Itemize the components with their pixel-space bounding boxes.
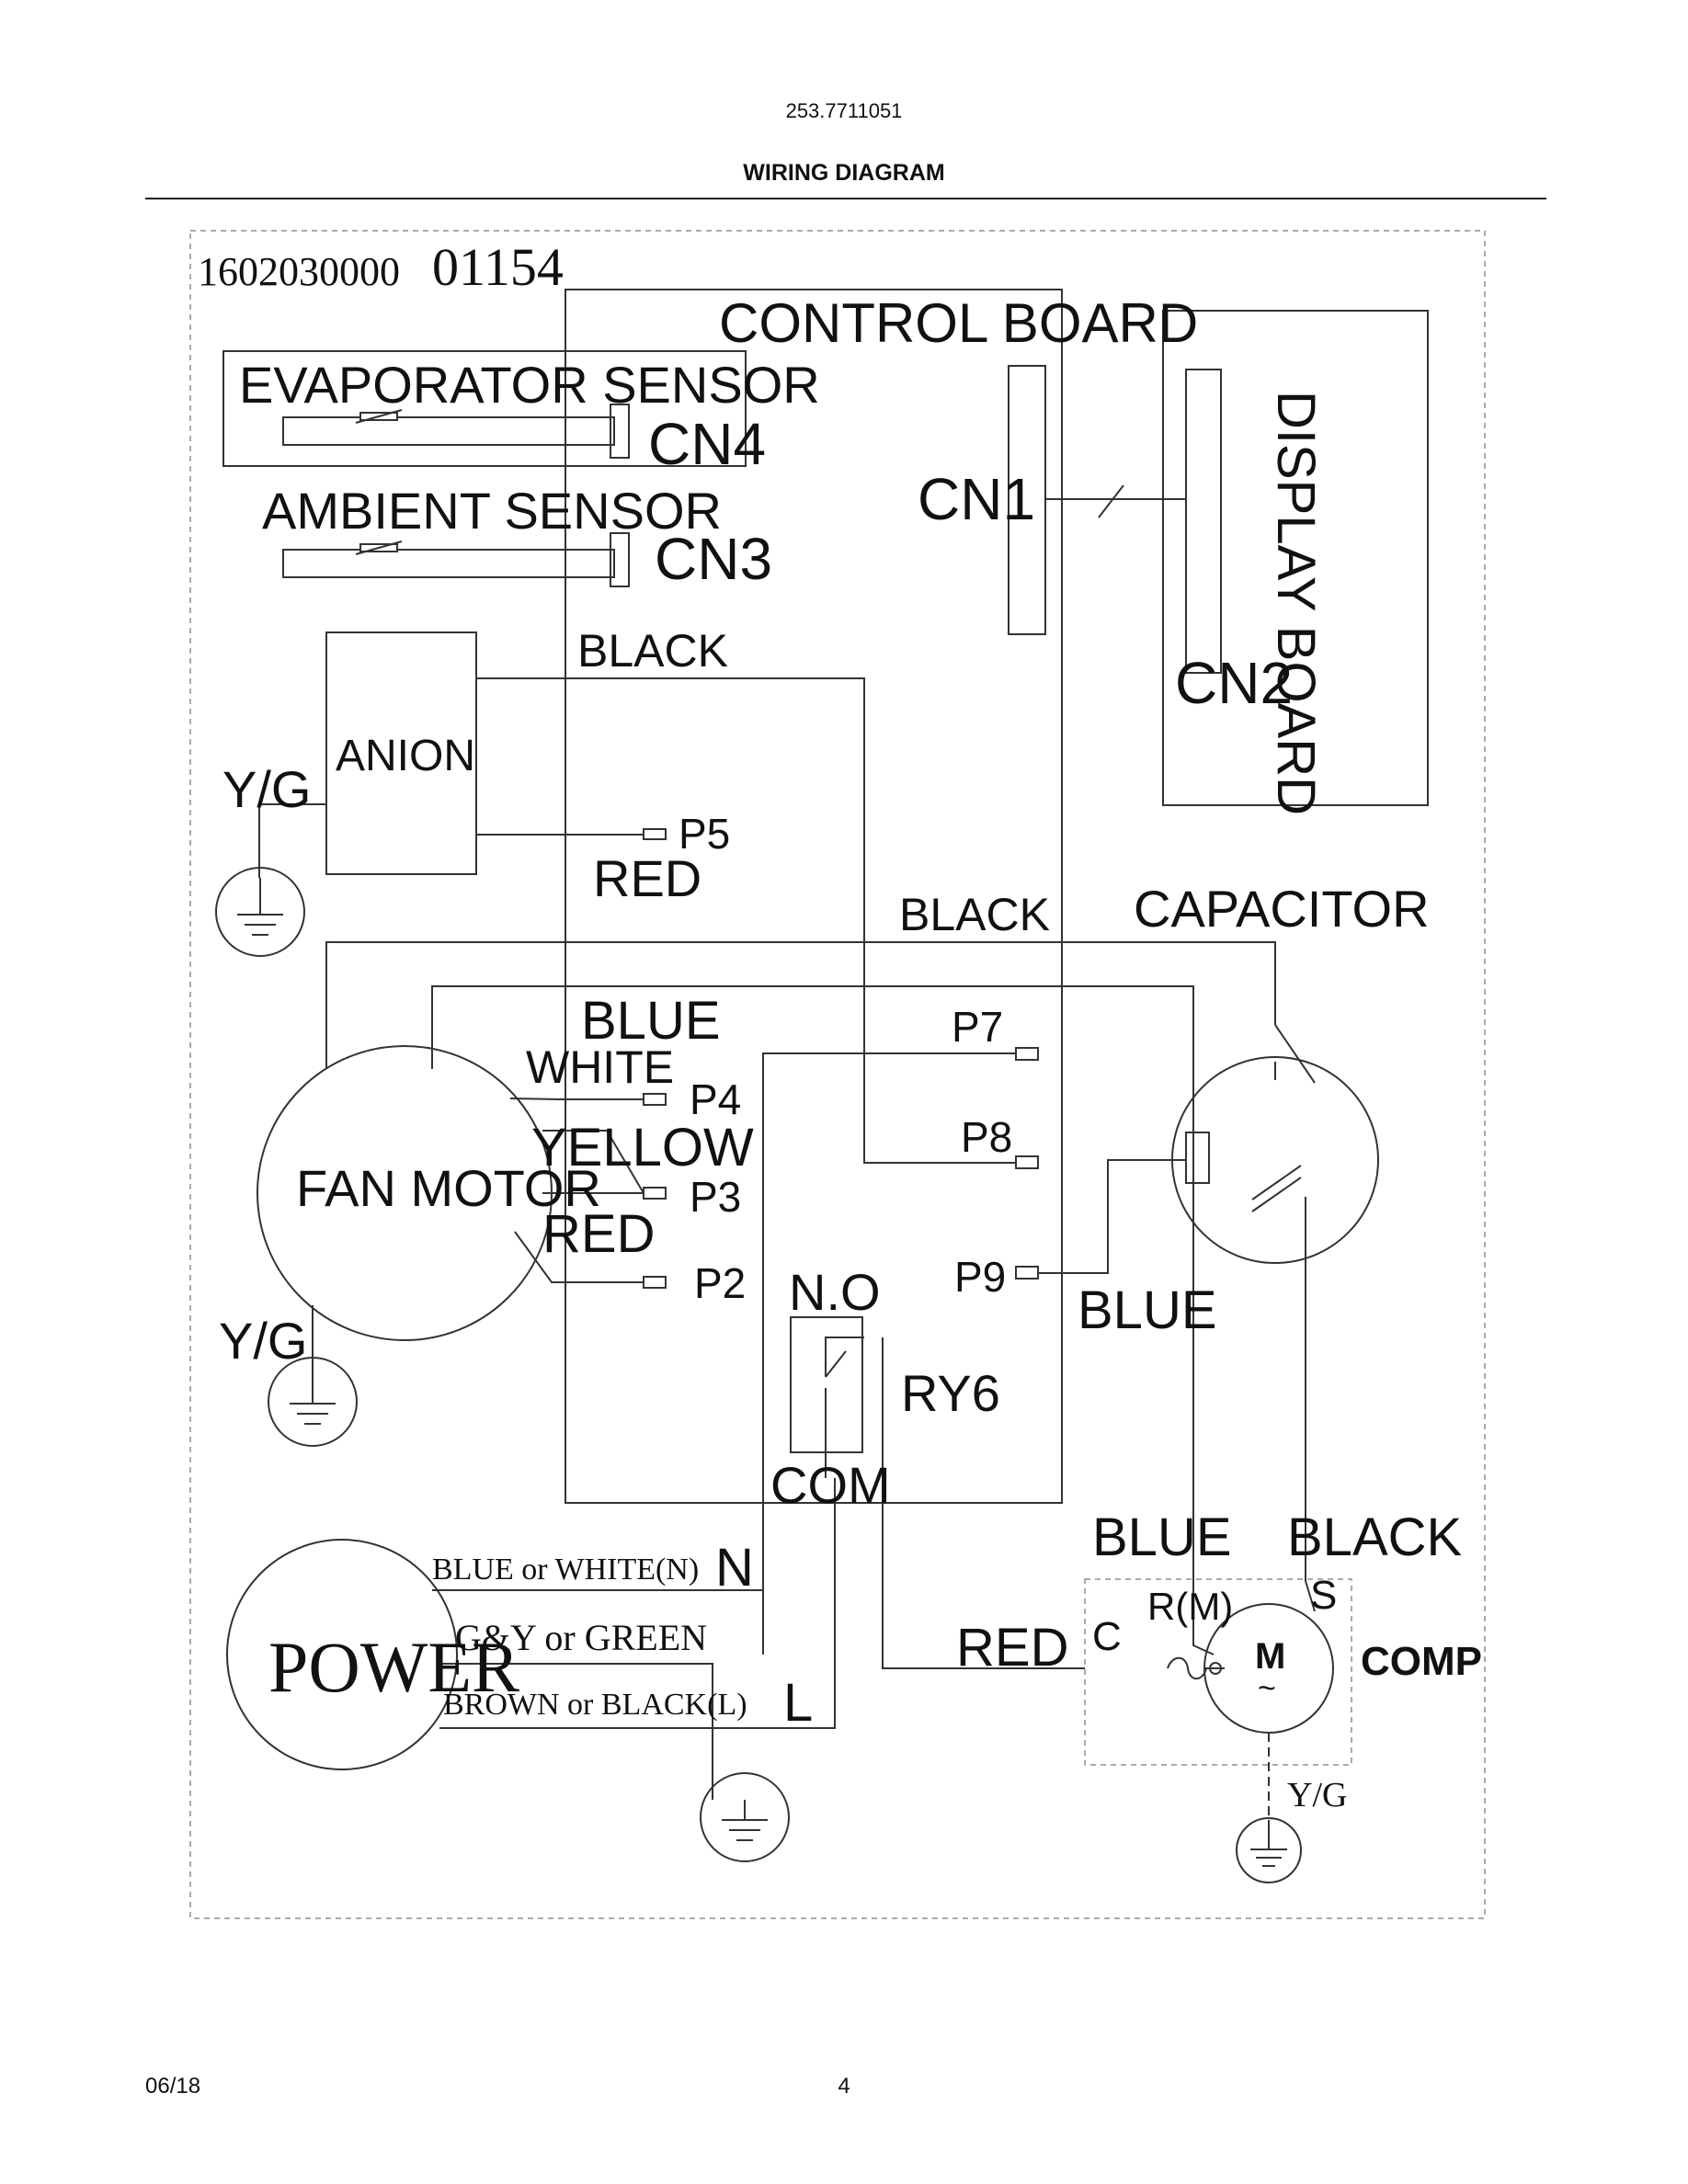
ground-symbol-fan: [268, 1357, 358, 1447]
cn4-label: CN4: [648, 411, 766, 477]
capacitor-label: CAPACITOR: [1134, 880, 1430, 938]
p8-terminal: [1015, 1155, 1039, 1169]
wire-comp-black: BLACK: [1287, 1507, 1463, 1567]
comp-frame: [1084, 1578, 1352, 1766]
motor-tilde-label: ~: [1258, 1671, 1276, 1706]
ground-symbol-anion: [215, 867, 305, 957]
p3-terminal: [643, 1187, 667, 1200]
evaporator-sensor-label: EVAPORATOR SENSOR: [239, 356, 820, 414]
relay-label: RY6: [901, 1364, 1000, 1422]
anion-box: [325, 631, 477, 875]
p9-label: P9: [954, 1253, 1006, 1301]
cn3-connector: [610, 532, 630, 587]
power-n-letter: N: [715, 1538, 754, 1598]
power-label: POWER: [268, 1627, 519, 1707]
title-divider: [145, 198, 1546, 199]
wire-fan-blue: BLUE: [581, 991, 721, 1051]
fan-motor-label: FAN MOTOR: [296, 1159, 601, 1217]
power-neutral-label: BLUE or WHITE(N): [432, 1553, 699, 1587]
page-title: WIRING DIAGRAM: [743, 160, 945, 186]
ambient-sensor-label: AMBIENT SENSOR: [262, 482, 722, 540]
model-number: 253.7711051: [785, 99, 903, 122]
comp-terminal-c: C: [1092, 1614, 1122, 1659]
p3-label: P3: [690, 1173, 741, 1221]
page-number: 4: [838, 2074, 850, 2099]
anion-label: ANION: [336, 732, 475, 780]
wire-black-p8: BLACK: [899, 889, 1050, 940]
wire-comp-red: RED: [956, 1618, 1068, 1678]
power-l-letter: L: [783, 1673, 813, 1733]
wire-fan-white: WHITE: [526, 1041, 674, 1093]
ground-symbol-comp: [1236, 1817, 1302, 1883]
p2-label: P2: [694, 1259, 746, 1307]
comp-terminal-r: R(M): [1147, 1585, 1233, 1628]
anion-ground-label: Y/G: [222, 760, 311, 818]
comp-terminal-s: S: [1310, 1573, 1337, 1618]
control-board-label: CONTROL BOARD: [719, 292, 1198, 354]
ground-symbol-power: [700, 1772, 790, 1862]
control-board-outline: [565, 289, 1063, 1504]
p5-label: P5: [679, 810, 730, 858]
p8-label: P8: [961, 1113, 1012, 1161]
diagram-frame: [189, 230, 1486, 1919]
cn1-label: CN1: [918, 466, 1035, 532]
cn3-label: CN3: [655, 526, 772, 592]
power-line-label: BROWN or BLACK(L): [443, 1688, 747, 1722]
p4-label: P4: [690, 1075, 741, 1123]
comp-ground-label: Y/G: [1287, 1776, 1347, 1814]
evaporator-sensor-box: [222, 350, 747, 467]
fan-ground-label: Y/G: [219, 1312, 307, 1370]
wire-anion-black: BLACK: [577, 625, 728, 677]
cn4-connector: [610, 404, 630, 459]
wire-fan-red: RED: [542, 1204, 655, 1264]
wire-fan-yellow: YELLOW: [531, 1118, 754, 1177]
wire-comp-blue: BLUE: [1092, 1507, 1232, 1567]
wire-anion-red: RED: [593, 849, 701, 907]
p4-terminal: [643, 1093, 667, 1106]
cn2-label: CN2: [1175, 650, 1293, 716]
capacitor-symbol: [1171, 1056, 1379, 1264]
comp-label: COMP: [1361, 1639, 1482, 1684]
relay-com-label: COM: [770, 1456, 891, 1514]
footer-date: 06/18: [145, 2074, 201, 2099]
motor-m-label: M: [1255, 1636, 1285, 1677]
power-symbol: [226, 1539, 458, 1770]
relay-no-label: N.O: [789, 1263, 881, 1321]
part-number-suffix: 01154: [432, 237, 564, 297]
wire-p9-blue: BLUE: [1078, 1280, 1217, 1340]
p2-terminal: [643, 1276, 667, 1289]
power-ground-line-label: G&Y or GREEN: [455, 1617, 707, 1658]
display-board-label: DISPLAY BOARD: [1266, 391, 1326, 815]
p5-terminal: [643, 828, 667, 840]
display-board-outline: [1162, 310, 1429, 806]
part-number: 1602030000: [198, 249, 400, 294]
p7-label: P7: [952, 1003, 1003, 1051]
p7-terminal: [1015, 1047, 1039, 1061]
cn2-connector: [1185, 369, 1222, 674]
p9-terminal: [1015, 1266, 1039, 1280]
